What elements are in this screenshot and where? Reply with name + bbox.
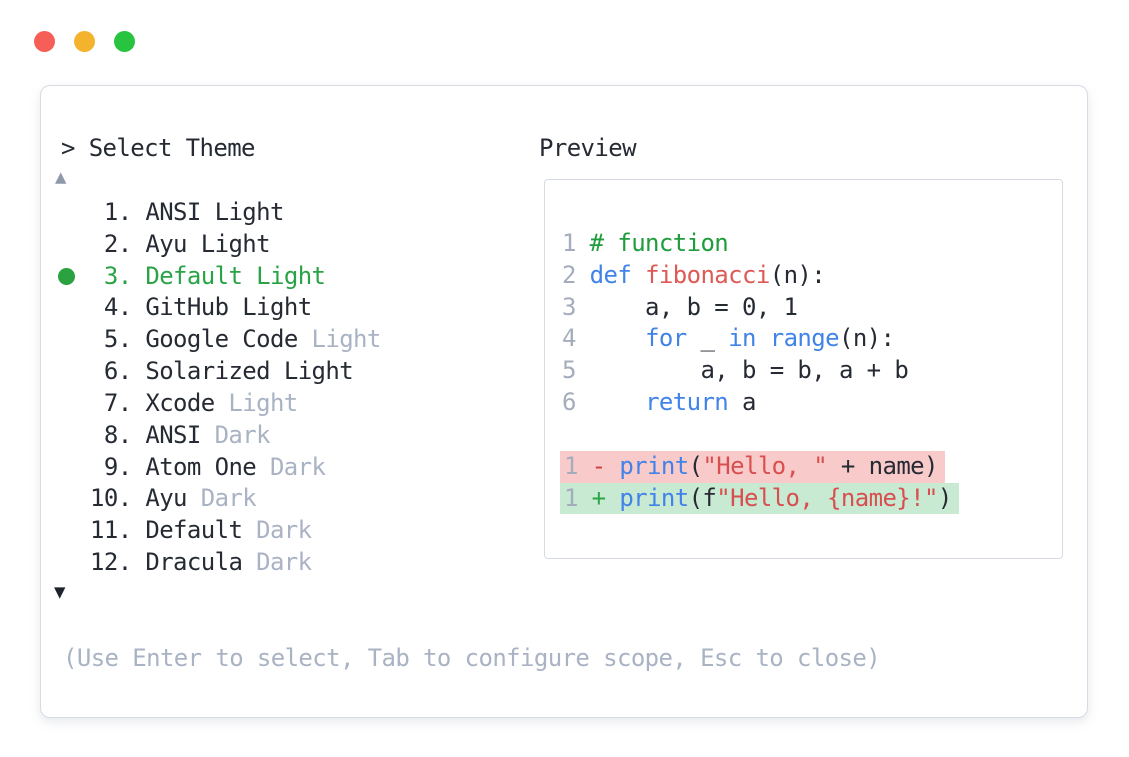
theme-variant: Light [311,325,382,354]
line-number: 1 [564,451,578,480]
theme-variant: Dark [269,452,326,481]
theme-item-dracula[interactable]: 12. Dracula Dark [90,547,381,579]
theme-name: Solarized Light [145,357,354,386]
theme-variant: Dark [256,548,312,577]
select-theme-prompt: > Select Theme [61,134,255,162]
theme-item-github-light[interactable]: 4. GitHub Light [90,292,381,324]
theme-name: Xcode [145,388,215,417]
theme-variant: Dark [214,420,271,449]
scroll-down-icon[interactable]: ▼ [54,581,65,603]
line-number: 1 [562,229,576,257]
theme-number: 5. [90,325,132,354]
theme-name: ANSI [145,420,201,449]
blank-line [545,419,1062,451]
theme-name: Default Light [145,261,326,290]
theme-name: ANSI Light [145,198,284,226]
line-number: 6 [562,388,576,417]
theme-variant: Dark [256,516,312,545]
theme-name: Atom One [145,452,257,481]
theme-number: 8. [90,420,132,449]
line-number: 4 [562,324,576,353]
theme-item-atom-one-dark[interactable]: 9. Atom One Dark [90,452,381,484]
theme-variant: Dark [200,484,257,513]
close-button[interactable] [34,31,55,52]
theme-number: 10. [90,484,132,513]
diff-removed-line: 1-print("Hello, " + name) [560,450,945,483]
preview-label: Preview [539,134,637,162]
diff-added-line: 1+print(f"Hello, {name}!") [560,482,959,515]
theme-number: 2. [90,229,132,258]
line-number: 3 [562,292,576,321]
theme-number: 7. [90,388,132,417]
line-number: 1 [564,483,578,512]
theme-item-ansi-light[interactable]: 1. ANSI Light [90,197,381,229]
theme-number: 1. [90,198,132,226]
theme-item-solarized-light[interactable]: 6. Solarized Light [90,356,381,388]
theme-item-ansi-dark[interactable]: 8. ANSI Dark [90,420,381,452]
maximize-button[interactable] [114,31,135,52]
theme-item-xcode[interactable]: 7. Xcode Light [90,388,381,420]
theme-number: 4. [90,293,132,322]
theme-number: 12. [90,548,132,577]
theme-name: Default [145,516,243,545]
scroll-up-icon[interactable]: ▲ [55,166,66,188]
diff-minus-sign: - [591,451,606,480]
code-line: 3 a, b = 0, 1 [562,292,798,321]
theme-list: 1. ANSI Light 2. Ayu Light 3. Default Light… [58,197,382,579]
theme-number: 3. [90,261,132,290]
theme-name: Google Code [145,325,298,354]
line-number: 5 [562,356,576,385]
theme-item-ayu-dark[interactable]: 10. Ayu Dark [90,483,381,515]
theme-name: Dracula [145,548,243,577]
theme-variant: Light [228,388,298,417]
minimize-button[interactable] [74,31,95,52]
line-number: 2 [562,260,576,289]
code-line: 4 for _ in range(n): [562,324,895,353]
theme-number: 11. [90,516,132,545]
theme-number: 9. [90,452,132,481]
code-line: 5 a, b = b, a + b [562,356,909,385]
theme-number: 6. [90,357,132,386]
theme-name: Ayu [145,484,187,513]
code-line: 6 return a [562,388,756,417]
theme-item-google-code[interactable]: 5. Google Code Light [90,324,382,356]
theme-name: GitHub Light [145,293,312,322]
keyboard-hint: (Use Enter to select, Tab to configure s… [63,644,881,672]
theme-item-default-dark[interactable]: 11. Default Dark [90,515,381,547]
theme-item-ayu-light[interactable]: 2. Ayu Light [90,229,381,261]
selected-theme-dot-icon [58,267,75,285]
theme-name: Ayu Light [145,229,271,258]
theme-picker-panel: > Select Theme Preview ▲ 1. ANSI Light 2.… [40,85,1088,718]
window-controls [34,31,154,52]
code-line: 1# function [562,229,729,257]
diff-plus-sign: + [591,483,606,512]
theme-item-default-light-selected[interactable]: 3. Default Light [58,261,381,293]
